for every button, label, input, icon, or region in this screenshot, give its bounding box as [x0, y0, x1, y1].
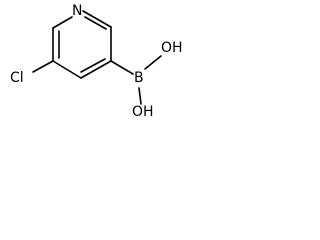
chlorine-label: Cl	[10, 70, 24, 86]
bond-c4-c5-inner	[80, 58, 106, 73]
bond-b-oh-bottom	[138, 87, 142, 105]
bond-c-cl	[32, 60, 54, 73]
bond-c5-c1	[52, 60, 82, 79]
bond-c4-c5	[80, 60, 112, 79]
hydroxyl-top-label: OH	[161, 40, 183, 56]
hydroxyl-bottom-label: OH	[132, 104, 154, 120]
bond-n-c3-inner	[84, 16, 107, 30]
bond-n-c3	[82, 10, 112, 28]
bond-c-b	[110, 60, 134, 75]
bond-b-oh-top	[144, 55, 162, 70]
bond-c2-n	[52, 16, 73, 29]
boron-label: B	[134, 70, 144, 86]
chemical-structure: N Cl B OH OH	[10, 3, 183, 120]
nitrogen-label: N	[72, 3, 82, 19]
pyridine-ring	[52, 10, 112, 79]
